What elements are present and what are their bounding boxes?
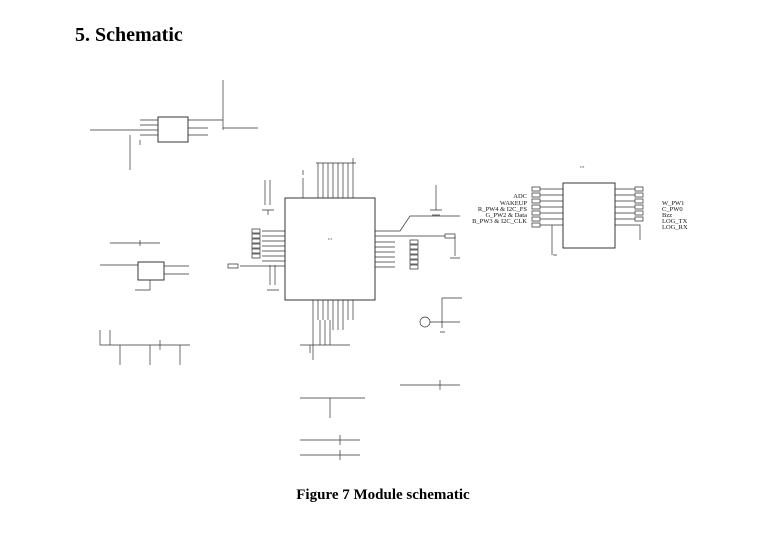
- antenna-circuit: [99, 330, 190, 365]
- u3-ic: [562, 182, 616, 249]
- section-title: 5. Schematic: [75, 24, 183, 46]
- label-bzz: Bzz: [662, 212, 672, 219]
- u1-top-pins: [302, 158, 354, 198]
- main-ic: [284, 197, 376, 301]
- passive-components: [262, 180, 462, 353]
- label-wakeup: WAKEUP: [500, 200, 527, 207]
- label-r-pw4: R_PW4 & I2C_FS: [478, 206, 528, 213]
- label-w-pw1: W_PW1: [662, 200, 684, 207]
- svg-text:U1: U1: [328, 237, 333, 241]
- u1-left-pins: [227, 228, 285, 269]
- u1-right-pins: [375, 215, 460, 270]
- label-b-pw3: B_PW3 & I2C_CLK: [472, 218, 527, 225]
- label-g-pw2: G_PW2 & Data: [485, 212, 527, 219]
- label-c-pw0: C_PW0: [662, 206, 683, 213]
- crystal-ic: [137, 261, 165, 281]
- svg-text:U3: U3: [580, 165, 585, 169]
- label-adc: ADC: [513, 193, 527, 200]
- label-log-rx: LOG_RX: [662, 224, 688, 231]
- u1-bottom-pins: [312, 300, 354, 360]
- label-log-tx: LOG_TX: [662, 218, 688, 225]
- figure-caption: Figure 7 Module schematic: [296, 487, 470, 503]
- u2-ic: [157, 116, 189, 143]
